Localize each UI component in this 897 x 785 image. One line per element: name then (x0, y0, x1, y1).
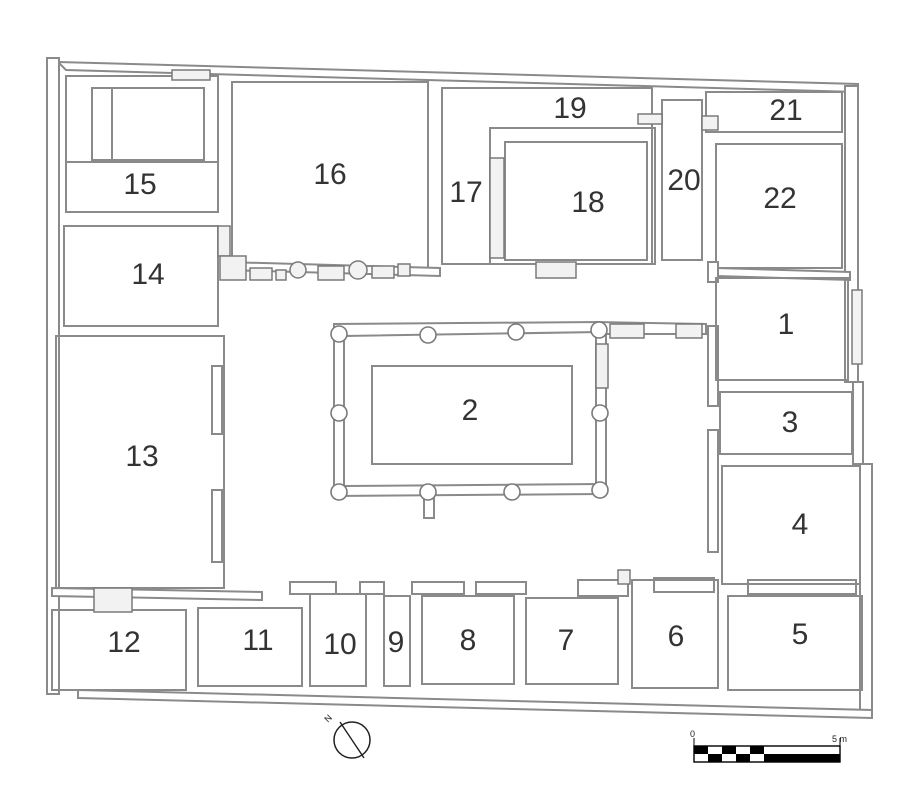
room-label-4: 4 (792, 508, 809, 541)
room-label-15: 15 (123, 168, 156, 201)
room-label-11: 11 (242, 624, 273, 657)
east-rooms (707, 277, 863, 691)
room-label-14: 14 (131, 258, 164, 291)
stone-remains (93, 69, 863, 613)
room-label-9: 9 (388, 626, 405, 659)
room-label-2: 2 (462, 394, 479, 427)
column (330, 325, 348, 343)
scale-end-label: 5 m (832, 734, 847, 744)
room-label-21: 21 (769, 94, 802, 127)
column (507, 323, 525, 341)
north-label: N (322, 713, 334, 725)
column (591, 404, 609, 422)
room-label-18: 18 (571, 186, 604, 219)
column (419, 483, 437, 501)
room-label-5: 5 (792, 618, 809, 651)
scale-start-label: 0 (690, 729, 695, 739)
outer-walls (46, 57, 873, 720)
room-label-16: 16 (313, 158, 346, 191)
room-label-8: 8 (460, 624, 477, 657)
room-label-1: 1 (778, 308, 795, 341)
room-label-6: 6 (668, 620, 685, 653)
scale-bar: 0 5 m (690, 729, 847, 763)
room-label-10: 10 (323, 628, 356, 661)
room-label-7: 7 (558, 624, 575, 657)
colonnade (330, 321, 609, 501)
room-label-3: 3 (782, 406, 799, 439)
column (330, 483, 348, 501)
room-label-19: 19 (553, 92, 586, 125)
north-arrow: N (322, 713, 371, 759)
west-rooms (51, 335, 263, 691)
room-label-12: 12 (107, 626, 140, 659)
column (503, 483, 521, 501)
south-rooms (197, 577, 857, 689)
room-label-22: 22 (763, 182, 796, 215)
room-label-13: 13 (125, 440, 158, 473)
column (330, 404, 348, 422)
room-label-17: 17 (449, 176, 482, 209)
column (591, 481, 609, 499)
column (590, 321, 608, 339)
room-labels: 1 2 3 4 5 6 7 8 9 10 11 12 13 14 15 16 1… (107, 92, 808, 661)
room-label-20: 20 (667, 164, 700, 197)
column (419, 326, 437, 344)
